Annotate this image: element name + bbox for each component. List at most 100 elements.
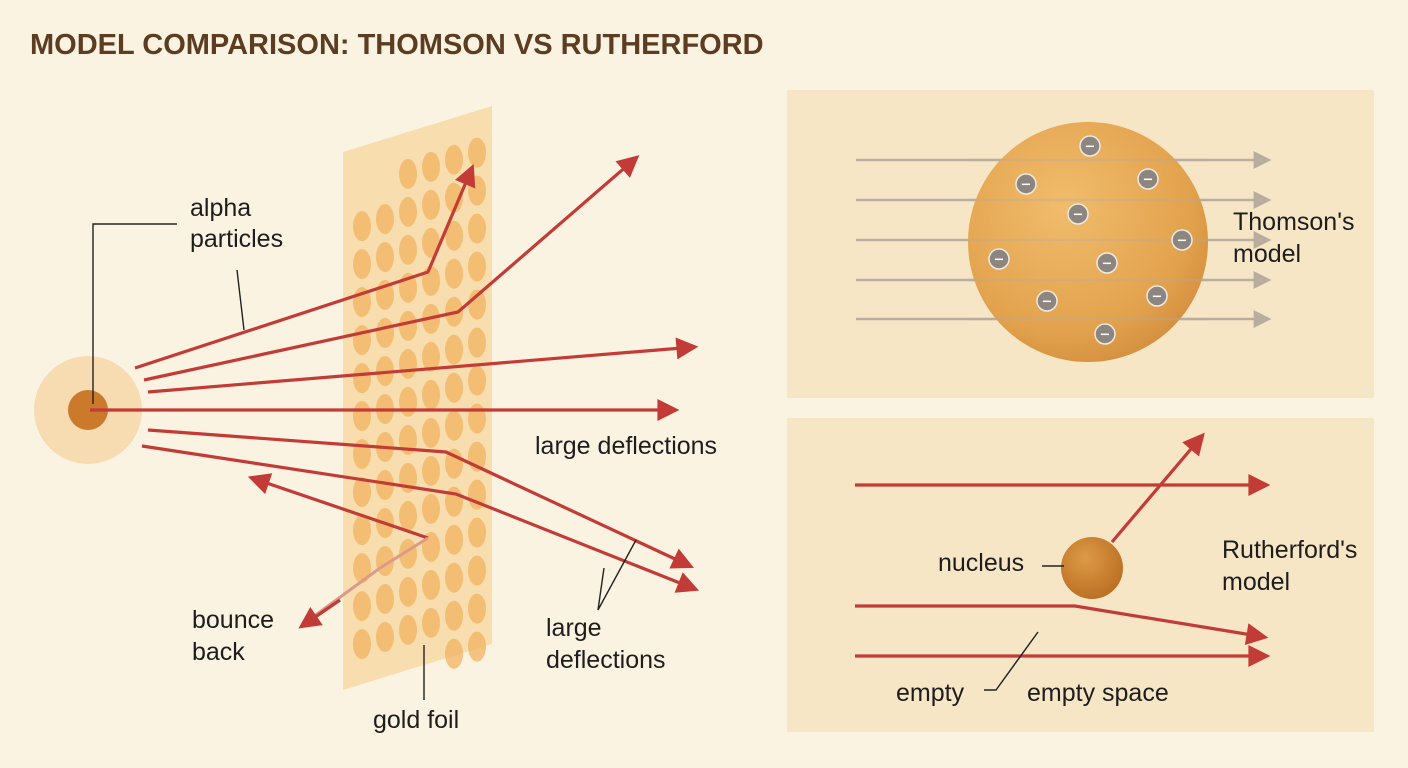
ray-deflect-down-1 <box>147 428 694 569</box>
electron-sign: − <box>994 253 1005 268</box>
foil-atom <box>422 265 440 296</box>
electron-sign: − <box>1085 140 1096 155</box>
foil-atom <box>376 204 394 235</box>
label-empty: empty <box>896 679 965 707</box>
electron-sign: − <box>1042 295 1053 310</box>
foil-atom <box>376 584 394 615</box>
foil-atom <box>468 517 486 548</box>
ray-bounce-back-return <box>247 473 429 540</box>
foil-atom <box>353 629 371 660</box>
foil-atom <box>353 401 371 432</box>
foil-atom <box>376 470 394 501</box>
foil-atom <box>399 500 417 531</box>
label-empty-space: empty space <box>1027 679 1169 707</box>
electron-sign: − <box>1100 328 1111 343</box>
foil-atom <box>353 439 371 470</box>
label-thomson-model-2: model <box>1233 240 1301 268</box>
label-bounce-back-2: back <box>192 638 245 666</box>
foil-atom <box>399 158 417 189</box>
foil-atom <box>422 417 440 448</box>
electron: − <box>1137 168 1159 190</box>
foil-atom <box>399 386 417 417</box>
leader-empty-space <box>984 631 1039 691</box>
foil-atom <box>353 325 371 356</box>
foil-atom <box>445 220 463 251</box>
foil-atom <box>445 334 463 365</box>
electron: − <box>1094 323 1116 345</box>
foil-atom <box>353 477 371 508</box>
label-bounce-back-1: bounce <box>192 606 274 634</box>
foil-atom <box>468 251 486 282</box>
electron: − <box>1015 173 1037 195</box>
foil-atom <box>399 614 417 645</box>
label-thomson-model-1: Thomson's <box>1233 208 1354 236</box>
alpha-particle-paths <box>90 155 700 629</box>
leader-alpha-particles-2 <box>236 269 245 331</box>
foil-atom <box>445 182 463 213</box>
rutherford-rays <box>855 432 1271 667</box>
foil-atom <box>353 553 371 584</box>
foil-atom <box>468 555 486 586</box>
ray-deflect-up-1 <box>134 163 476 370</box>
electron: − <box>1036 290 1058 312</box>
foil-atom <box>399 310 417 341</box>
foil-atom <box>376 242 394 273</box>
ray-slight-up <box>147 337 699 394</box>
foil-atom <box>468 137 486 168</box>
electron: − <box>988 248 1010 270</box>
label-rutherford-model-1: Rutherford's <box>1222 536 1357 564</box>
ray-bounce-back-faint <box>301 536 429 627</box>
foil-atom <box>399 196 417 227</box>
foil-atom <box>422 569 440 600</box>
foil-atom <box>468 593 486 624</box>
foil-atom <box>445 144 463 175</box>
foil-atom <box>422 189 440 220</box>
foil-atom <box>422 151 440 182</box>
foil-atom <box>422 455 440 486</box>
label-alpha-particles-1: alpha <box>190 194 251 222</box>
foil-atom <box>353 363 371 394</box>
foil-atom <box>399 234 417 265</box>
foil-atom <box>445 562 463 593</box>
foil-atom <box>376 318 394 349</box>
foil-atom <box>399 576 417 607</box>
foil-atom <box>353 591 371 622</box>
label-alpha-particles-2: particles <box>190 225 283 253</box>
foil-atom <box>468 403 486 434</box>
foil-atom <box>353 515 371 546</box>
foil-atom <box>353 249 371 280</box>
foil-atom <box>468 365 486 396</box>
label-rutherford-model-2: model <box>1222 568 1290 596</box>
electron: − <box>1171 229 1193 251</box>
electron-sign: − <box>1152 290 1163 305</box>
foil-atom <box>445 372 463 403</box>
thomson-electrons: − − − − − − − − − − <box>988 135 1193 345</box>
label-large-deflections-bottom-1: large <box>546 614 602 642</box>
label-large-deflections-bottom-2: deflections <box>546 646 666 674</box>
electron-sign: − <box>1177 234 1188 249</box>
foil-atom <box>422 607 440 638</box>
foil-atom <box>445 258 463 289</box>
foil-atom <box>468 175 486 206</box>
foil-atom <box>445 524 463 555</box>
thomson-rays-overlay <box>968 158 1208 321</box>
ray-bounce-back-tip <box>298 598 341 629</box>
foil-atom <box>399 348 417 379</box>
ray-deflect-up-2 <box>143 155 640 382</box>
electron-sign: − <box>1073 208 1084 223</box>
foil-atom <box>353 211 371 242</box>
electron: − <box>1096 252 1118 274</box>
foil-atom <box>468 631 486 662</box>
ray-deflect-down-2 <box>141 444 700 593</box>
foil-atom <box>445 410 463 441</box>
electron-sign: − <box>1102 257 1113 272</box>
label-nucleus: nucleus <box>938 549 1024 577</box>
electron: − <box>1067 203 1089 225</box>
foil-atom <box>422 341 440 372</box>
alpha-source <box>68 390 108 430</box>
leader-large-deflections-bottom <box>597 539 637 611</box>
foil-atom <box>468 213 486 244</box>
electron: − <box>1146 285 1168 307</box>
electron: − <box>1079 135 1101 157</box>
electron-sign: − <box>1021 178 1032 193</box>
